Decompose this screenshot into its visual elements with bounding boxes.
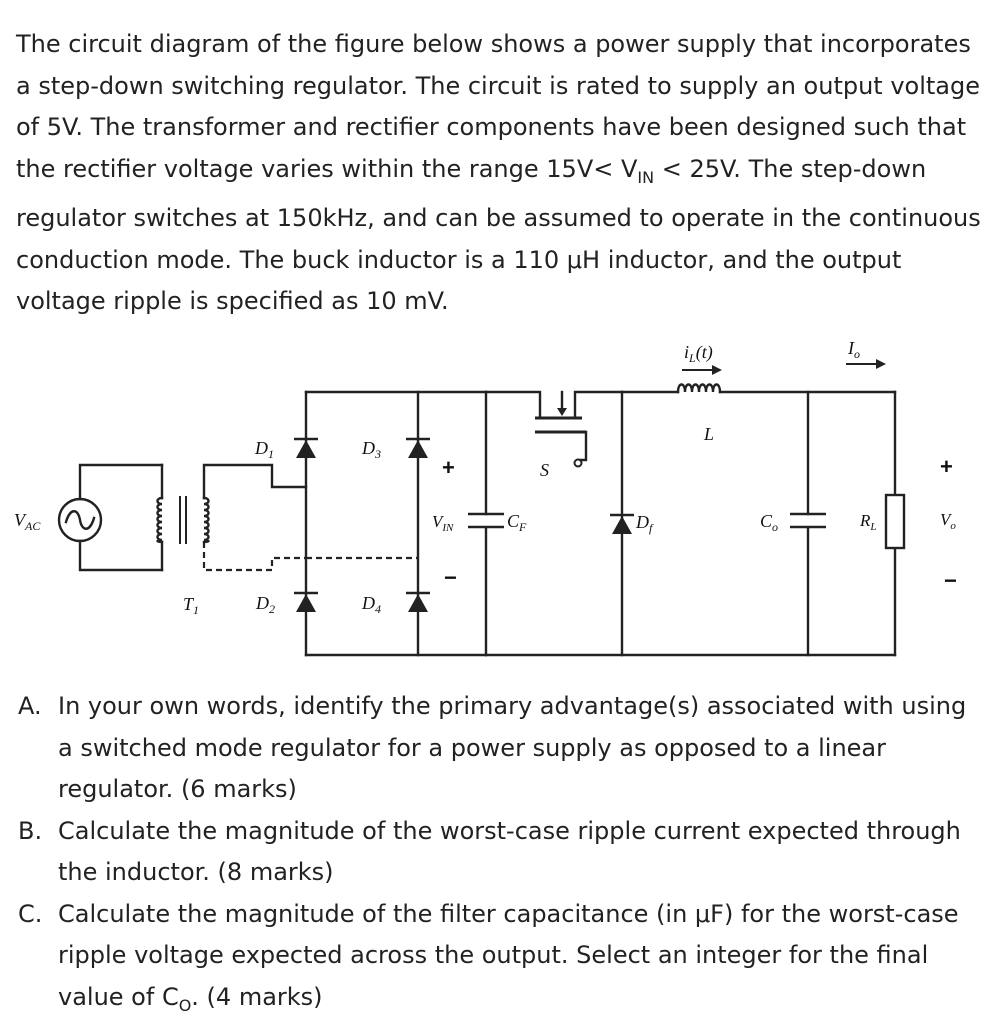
gate-terminal — [575, 460, 582, 467]
problem-statement: The circuit diagram of the figure below … — [16, 24, 981, 323]
secondary-top-wire — [204, 465, 306, 498]
transformer-secondary-coil — [204, 498, 209, 542]
co-label: Co — [760, 511, 778, 534]
bridge-rails — [306, 392, 418, 655]
d1-label: D1 — [254, 438, 274, 461]
resistor-rl-symbol — [886, 495, 904, 548]
sine-wave-icon — [66, 511, 94, 529]
co-subscript: O — [179, 996, 192, 1015]
inductor-l-symbol — [678, 385, 720, 393]
question-letter: A. — [18, 686, 42, 728]
rl-label: RL — [859, 511, 877, 533]
switch-wires — [486, 392, 622, 418]
d3-label: D3 — [361, 438, 381, 461]
problem-paragraph: The circuit diagram of the figure below … — [16, 24, 981, 323]
question-c: C.Calculate the magnitude of the filter … — [18, 894, 980, 1026]
switch-s-label: S — [540, 460, 549, 480]
vin-label: VIN — [432, 512, 454, 534]
question-text: Calculate the magnitude of the worst-cas… — [58, 817, 961, 887]
d4-label: D4 — [361, 593, 381, 616]
question-b: B. Calculate the magnitude of the worst-c… — [18, 811, 980, 894]
question-list: A. In your own words, identify the primar… — [18, 686, 980, 1026]
question-text: In your own words, identify the primary … — [58, 692, 966, 803]
inductor-l-label: L — [703, 424, 714, 444]
vin-subscript: IN — [637, 168, 654, 187]
mosfet-arrow-icon — [557, 408, 567, 416]
df-label: Df — [635, 512, 654, 535]
vac-label: VAC — [14, 510, 41, 533]
circuit-diagram: VAC T1 D1 D2 D3 D4 + VIN − CF S Df iL(t)… — [0, 330, 990, 675]
source-wires — [80, 465, 162, 570]
bridge-buses — [306, 392, 486, 655]
vo-label: Vo — [940, 510, 956, 532]
vo-minus-sign: − — [944, 568, 957, 593]
diode-d3-symbol — [408, 440, 428, 458]
transformer-primary-coil — [158, 498, 163, 542]
vin-plus-sign: + — [442, 455, 455, 480]
question-letter: B. — [18, 811, 42, 853]
diode-d2-symbol — [296, 594, 316, 612]
diode-d4-symbol — [408, 594, 428, 612]
diode-d1-symbol — [296, 440, 316, 458]
question-text-end: . (4 marks) — [191, 983, 322, 1011]
il-arrow-icon — [712, 365, 722, 375]
vin-minus-sign: − — [444, 565, 457, 590]
il-label: iL(t) — [684, 342, 713, 365]
secondary-bottom-wire-dashed — [204, 542, 306, 570]
question-letter: C. — [18, 894, 42, 936]
t1-label: T1 — [183, 594, 199, 617]
d2-label: D2 — [255, 593, 275, 616]
question-a: A. In your own words, identify the primar… — [18, 686, 980, 811]
cf-label: CF — [507, 511, 527, 534]
io-label: Io — [847, 338, 860, 361]
io-arrow-icon — [876, 359, 886, 369]
diode-df-symbol — [612, 516, 632, 534]
vo-plus-sign: + — [940, 454, 953, 479]
